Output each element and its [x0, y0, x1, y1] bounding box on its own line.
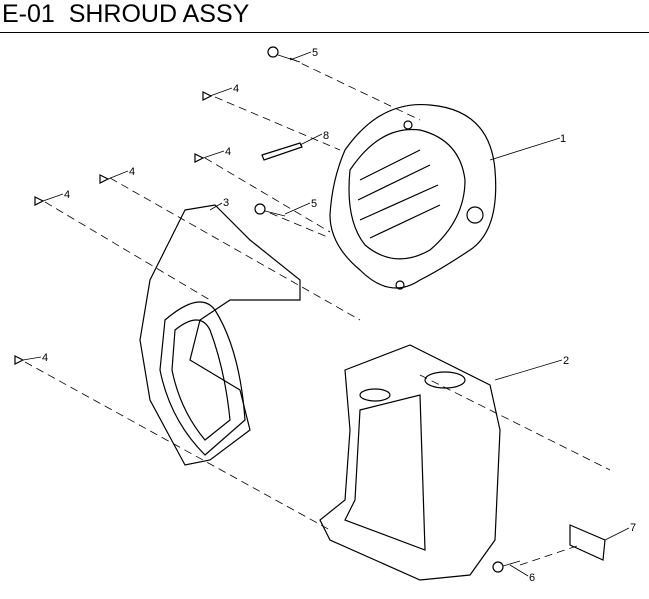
leader-lines: [22, 51, 630, 577]
part-1-fan-cover: [329, 103, 497, 290]
callout-2: 2: [563, 355, 569, 367]
callout-4: 4: [129, 166, 135, 178]
assembly-lines: [24, 57, 611, 566]
callout-4: 4: [225, 146, 231, 158]
page-title: E-01 SHROUD ASSY: [2, 0, 250, 28]
part-3-left-shroud: [139, 204, 301, 466]
part-2-lower-shroud: [319, 344, 501, 581]
bolts-and-screws: [14, 46, 606, 573]
callout-8: 8: [323, 130, 329, 142]
callout-5: 5: [311, 198, 317, 210]
callout-5: 5: [312, 47, 318, 59]
callout-4: 4: [42, 352, 48, 364]
callout-1: 1: [560, 133, 566, 145]
callout-6: 6: [529, 572, 535, 584]
part-8-strip: [261, 142, 303, 161]
part-7-clip: [569, 524, 606, 561]
callout-4: 4: [64, 189, 70, 201]
callout-labels: 1 2 3 4 4 4 4 4 5 5 6 7 8: [42, 47, 636, 584]
title-divider: [0, 32, 649, 33]
callout-3: 3: [223, 197, 229, 209]
callout-7: 7: [630, 522, 636, 534]
callout-4: 4: [233, 83, 239, 95]
